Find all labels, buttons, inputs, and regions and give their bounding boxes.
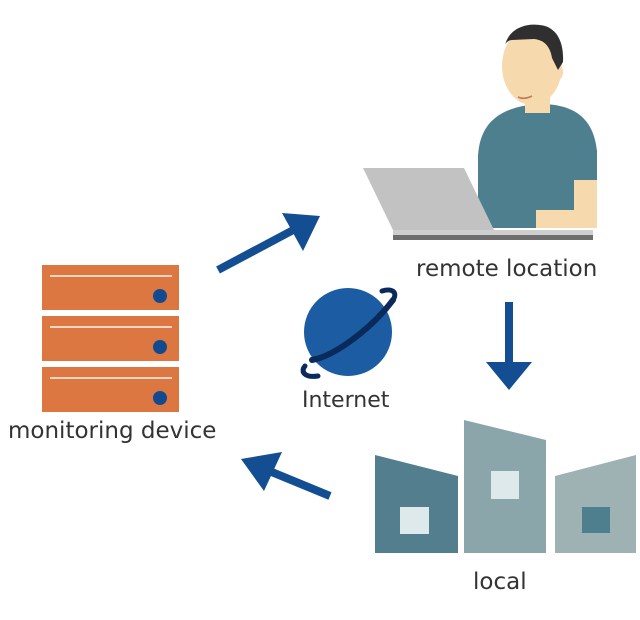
arrow-to-local: [486, 302, 532, 390]
buildings-icon: [375, 420, 636, 553]
remote-location-label: remote location: [416, 256, 598, 282]
arrow-to-monitor: [241, 452, 332, 500]
arrow-to-remote: [216, 213, 320, 274]
internet-label: Internet: [302, 388, 390, 413]
monitoring-device-label: monitoring device: [8, 418, 217, 444]
planet-globe-icon: [300, 287, 398, 379]
local-label: local: [473, 569, 527, 595]
server-rack-icon: [42, 265, 179, 412]
person-at-laptop-icon: [363, 24, 597, 240]
